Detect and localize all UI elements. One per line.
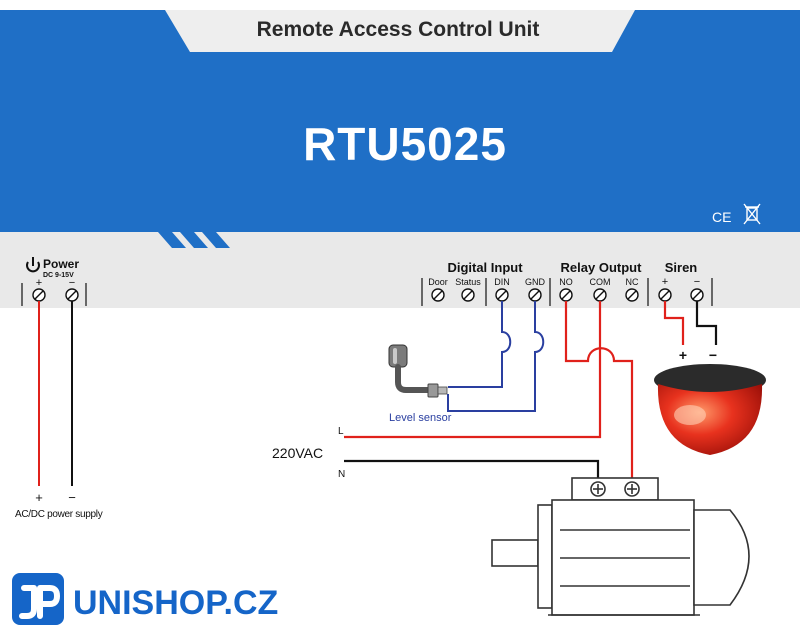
model-name: RTU5025 bbox=[303, 118, 507, 170]
sensor-nut bbox=[427, 383, 439, 398]
siren-dome bbox=[657, 384, 763, 455]
siren-base bbox=[654, 364, 766, 396]
digital-input-title: Digital Input bbox=[447, 260, 523, 275]
motor-terminal-screw bbox=[624, 481, 640, 497]
terminal-screw bbox=[65, 288, 79, 302]
terminal-label-door: Door bbox=[428, 277, 448, 287]
line-label: L bbox=[338, 426, 344, 437]
level-sensor: Level sensor bbox=[388, 344, 452, 424]
supply-minus-label: − bbox=[68, 490, 76, 505]
motor-terminal-screw bbox=[590, 481, 606, 497]
io-terminal-block: Digital Input Relay Output Siren Door St… bbox=[421, 260, 713, 306]
brand-logo-glyph bbox=[19, 585, 60, 619]
siren-highlight bbox=[674, 405, 706, 425]
power-terminal-block: Power DC 9-15V + − bbox=[21, 257, 87, 306]
brand-name: UNISHOP.CZ bbox=[73, 584, 278, 622]
stripe-3 bbox=[202, 232, 230, 248]
device-panel: Remote Access Control Unit RTU5025 CE bbox=[0, 10, 800, 232]
neutral-wire bbox=[344, 459, 600, 486]
supply-label: AC/DC power supply bbox=[15, 509, 103, 520]
neutral-label: N bbox=[338, 469, 345, 480]
sensor-thread bbox=[437, 386, 448, 395]
terminal-label-no: NO bbox=[559, 277, 573, 287]
terminal-screw bbox=[495, 288, 509, 302]
terminal-screw bbox=[625, 288, 639, 302]
motor bbox=[491, 477, 750, 616]
stripe-1 bbox=[158, 232, 186, 248]
motor-flange bbox=[537, 504, 553, 609]
power-minus-label: − bbox=[69, 277, 75, 289]
siren-minus-label: − bbox=[694, 276, 700, 288]
terminal-label-din: DIN bbox=[494, 277, 510, 287]
siren-wire-positive bbox=[663, 301, 685, 345]
siren-device-plus: + bbox=[679, 347, 687, 363]
relay-wires bbox=[344, 301, 634, 486]
terminal-screw bbox=[658, 288, 672, 302]
sensor-wires bbox=[447, 301, 545, 412]
relay-com-wire bbox=[344, 301, 602, 439]
power-label: Power bbox=[43, 257, 79, 271]
supply-plus-label: + bbox=[35, 490, 43, 505]
terminal-screw bbox=[559, 288, 573, 302]
mains-label: 220VAC bbox=[272, 445, 323, 461]
siren-device-minus: − bbox=[709, 347, 717, 363]
terminal-label-com: COM bbox=[590, 277, 611, 287]
siren-wire-negative bbox=[695, 301, 718, 345]
terminal-screw bbox=[528, 288, 542, 302]
power-wires: + − AC/DC power supply bbox=[15, 301, 103, 520]
motor-shaft bbox=[491, 539, 539, 567]
sensor-float-highlight bbox=[393, 348, 397, 364]
weee-bin-icon bbox=[743, 203, 761, 225]
power-icon bbox=[26, 257, 40, 273]
relay-output-title: Relay Output bbox=[561, 260, 643, 275]
title-tab bbox=[165, 10, 635, 52]
terminal-screw bbox=[431, 288, 445, 302]
terminal-screw bbox=[593, 288, 607, 302]
terminal-screw bbox=[32, 288, 46, 302]
motor-fan-cover bbox=[693, 509, 750, 606]
power-spec: DC 9-15V bbox=[43, 272, 74, 279]
brand-logo: UNISHOP.CZ bbox=[12, 573, 278, 625]
din-wire bbox=[448, 301, 512, 388]
ce-mark: CE bbox=[712, 209, 731, 225]
siren-title: Siren bbox=[665, 260, 698, 275]
sensor-float bbox=[388, 344, 408, 368]
sensor-label: Level sensor bbox=[389, 412, 452, 424]
gnd-wire bbox=[447, 301, 545, 412]
stripe-2 bbox=[180, 232, 208, 248]
terminal-label-nc: NC bbox=[626, 277, 639, 287]
terminal-screw bbox=[690, 288, 704, 302]
power-plus-label: + bbox=[36, 277, 42, 289]
sensor-stem bbox=[395, 364, 433, 393]
terminal-label-status: Status bbox=[455, 277, 481, 287]
terminal-label-gnd: GND bbox=[525, 277, 546, 287]
panel-title: Remote Access Control Unit bbox=[257, 18, 540, 41]
siren-wires: + − bbox=[663, 301, 718, 363]
mains-supply: 220VAC L N bbox=[272, 426, 600, 486]
siren-light bbox=[654, 364, 766, 455]
terminal-screw bbox=[461, 288, 475, 302]
motor-terminal-box bbox=[571, 477, 659, 501]
siren-plus-label: + bbox=[662, 276, 668, 288]
